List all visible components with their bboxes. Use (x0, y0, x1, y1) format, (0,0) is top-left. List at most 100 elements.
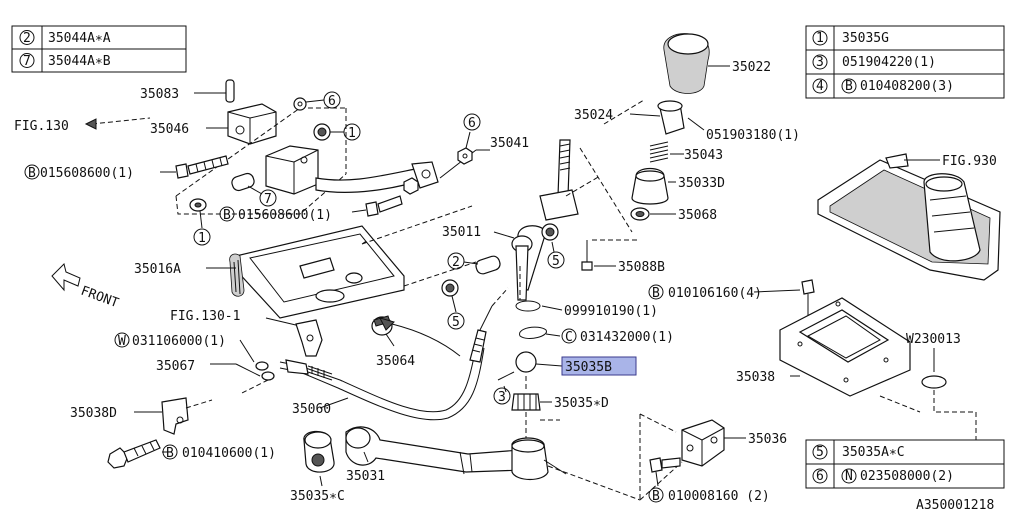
label-fig130-1: FIG.130-1 (170, 309, 240, 324)
callout-5-a-text: 5 (552, 254, 560, 269)
table-bottom-num-0: 5 (816, 445, 824, 460)
callout-2-text: 2 (452, 255, 460, 270)
prefix-b-a: B (28, 166, 36, 181)
table-right-bottom: 5 35035A∗C 6 N 023508000(2) (805, 439, 1005, 489)
table-bottom-num-1: 6 (816, 469, 824, 484)
label-35031: 35031 (346, 469, 385, 484)
label-35068: 35068 (678, 208, 717, 223)
diagram-id: A350001218 (916, 498, 994, 512)
table-bottom-part-1: 023508000(2) (860, 469, 954, 484)
table-bottom-prefix-1: N (845, 469, 853, 484)
label-35035B: 35035B (565, 360, 612, 375)
plate-35016A: 35016A (134, 205, 477, 319)
bolt-010008160 (649, 457, 663, 473)
cable-35060 (279, 345, 477, 413)
callout-1-a-text: 1 (348, 126, 356, 141)
c-clip (519, 326, 547, 339)
callout-circle (19, 30, 35, 45)
callout-1-b-text: 1 (198, 231, 206, 246)
cable-assembly: FIG.130-1 W 031106000(1) 35067 35060 350… (114, 287, 509, 421)
prefix-b-e: B (652, 286, 660, 301)
label-010410600: 010410600(1) (182, 446, 276, 461)
label-35043: 35043 (684, 148, 723, 163)
callout-3-text: 3 (498, 390, 506, 405)
prefix-b-b: B (223, 208, 231, 223)
shift-boot (923, 173, 981, 262)
label-015608600-b: 015608600(1) (238, 208, 332, 223)
bracket-35036-body (681, 419, 725, 467)
table-left-num-0: 2 (23, 31, 31, 46)
bolt-head-a (175, 163, 189, 179)
bracket-35046 (227, 103, 277, 145)
label-35011: 35011 (442, 225, 481, 240)
table-right-part-2: 010408200(3) (860, 79, 954, 94)
highlight-35035B (561, 356, 637, 376)
callout-6-right-text: 6 (468, 116, 476, 131)
label-015608600-a: 015608600(1) (40, 166, 134, 181)
callout-6-top (323, 91, 341, 109)
label-35038D: 35038D (70, 406, 117, 421)
o-ring (515, 300, 541, 312)
bolt-shank-a (187, 155, 229, 175)
table-right-prefix-2: B (845, 79, 853, 94)
label-35033D: 35033D (678, 176, 725, 191)
table-right-part-1: 051904220(1) (842, 55, 936, 70)
label-fig930: FIG.930 (942, 154, 997, 169)
shift-knob-assembly: 35022 35024 051903180(1) 35043 35033D 35… (574, 33, 800, 233)
console-fig930: FIG.930 (817, 153, 1001, 281)
label-35064: 35064 (376, 354, 415, 369)
front-arrow: FRONT (51, 263, 121, 312)
callout-circle (19, 53, 35, 68)
table-right-top: 1 35035G 3 051904220(1) 4 B 010408200(3) (805, 25, 1005, 99)
table-left-part-1: 35044A∗B (48, 54, 111, 69)
label-35038: 35038 (736, 370, 775, 385)
label-35088B: 35088B (618, 260, 665, 275)
bracket-35038D: 35038D B 010410600(1) (70, 397, 276, 469)
nut-6 (293, 97, 307, 111)
label-010106160: 010106160(4) (668, 286, 762, 301)
ball-35035B (515, 351, 537, 373)
table-right-num-0: 1 (816, 31, 824, 46)
label-35067: 35067 (156, 359, 195, 374)
spacer-2 (475, 255, 501, 275)
screw-35088B (581, 261, 593, 271)
table-right-num-2: 4 (816, 79, 824, 94)
spring-35043 (649, 141, 669, 163)
arrow-fig130 (84, 118, 97, 130)
label-35046: 35046 (150, 122, 189, 137)
bracket-fig130-1 (295, 319, 323, 357)
table-right-part-0: 35035G (842, 31, 889, 46)
nut-6-right (457, 147, 473, 165)
label-35083: 35083 (140, 87, 179, 102)
bracket-35038D-body (161, 397, 189, 435)
joint-housing (265, 145, 319, 195)
callout-5-b-text: 5 (452, 315, 460, 330)
table-right-num-1: 3 (816, 55, 824, 70)
bracket-35036: 35036 B 010008160 (2) (639, 413, 787, 504)
screw-010106160 (801, 279, 815, 295)
table-bottom-part-0: 35035A∗C (842, 445, 905, 460)
table-left: 2 35044A∗A 7 35044A∗B (11, 25, 187, 73)
table-left-part-0: 35044A∗A (48, 31, 111, 46)
callout-7-text: 7 (264, 192, 272, 207)
label-35035D: 35035∗D (554, 396, 609, 411)
label-35060: 35060 (292, 402, 331, 417)
spacer-7 (231, 172, 255, 192)
label-031432000: 031432000(1) (580, 330, 674, 345)
label-031106000: 031106000(1) (132, 334, 226, 349)
bolt-010410600 (107, 447, 129, 469)
front-arrow-icon (51, 263, 81, 292)
label-front: FRONT (79, 284, 121, 312)
rod-35031-body (345, 426, 525, 473)
label-35041: 35041 (490, 136, 529, 151)
shift-lever: 35011 5 35088B 2 5 099910190(1) C 031432… (441, 139, 674, 440)
prefix-b-d: B (652, 489, 660, 504)
prefix-c: C (565, 330, 573, 345)
label-35016A: 35016A (134, 262, 181, 277)
pin-35083 (225, 79, 235, 103)
label-w230013: W230013 (906, 332, 961, 347)
label-35035C: 35035∗C (290, 489, 345, 504)
label-35022: 35022 (732, 60, 771, 75)
